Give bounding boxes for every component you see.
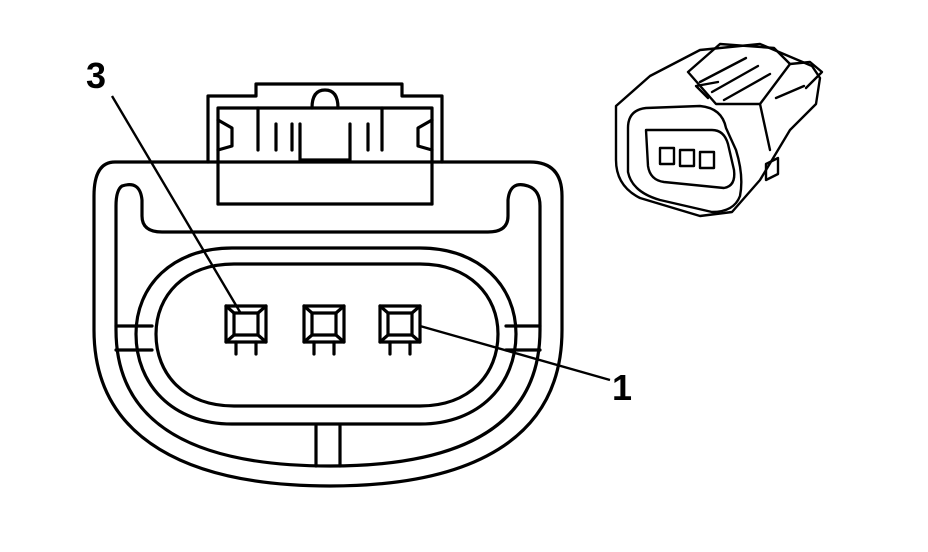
housing-inner-outline xyxy=(116,185,540,466)
pin-oval-outer xyxy=(136,248,516,424)
iso-rear-tab xyxy=(790,62,822,88)
iso-face-inner xyxy=(646,130,734,188)
leader-line-pin-1 xyxy=(420,326,610,380)
iso-side-edge xyxy=(760,104,770,150)
connector-iso-view xyxy=(616,44,822,216)
iso-cavity xyxy=(660,148,674,164)
iso-cavity xyxy=(700,152,714,168)
leader-line-pin-3 xyxy=(112,96,240,312)
callout-label-pin-3: 3 xyxy=(86,55,107,96)
terminal-cavity xyxy=(304,306,344,354)
terminal-cavity xyxy=(380,306,420,354)
connector-face-view xyxy=(94,84,562,486)
locking-tab-latch xyxy=(300,124,350,160)
iso-cavity xyxy=(680,150,694,166)
tab-notch-left xyxy=(218,120,232,150)
iso-face-outer xyxy=(628,106,741,212)
tab-notch-right xyxy=(418,120,432,150)
locking-tab-inner xyxy=(218,108,432,162)
terminal-cavity xyxy=(226,306,266,354)
iso-lock-rib xyxy=(700,58,746,82)
iso-top-lock xyxy=(688,44,790,104)
iso-lock-rib xyxy=(724,74,770,100)
locking-tab-outer xyxy=(208,84,442,162)
iso-body-outline xyxy=(616,44,820,216)
locking-tab xyxy=(208,84,442,204)
locking-tab-bump xyxy=(312,90,338,108)
iso-side-slot xyxy=(766,158,778,180)
pin-oval-inner xyxy=(156,264,498,406)
callout-label-pin-1: 1 xyxy=(612,367,633,408)
iso-lock-arrow xyxy=(696,82,718,98)
iso-side-edge xyxy=(776,86,804,98)
iso-lock-rib xyxy=(712,66,758,92)
housing-outer-outline xyxy=(94,162,562,486)
